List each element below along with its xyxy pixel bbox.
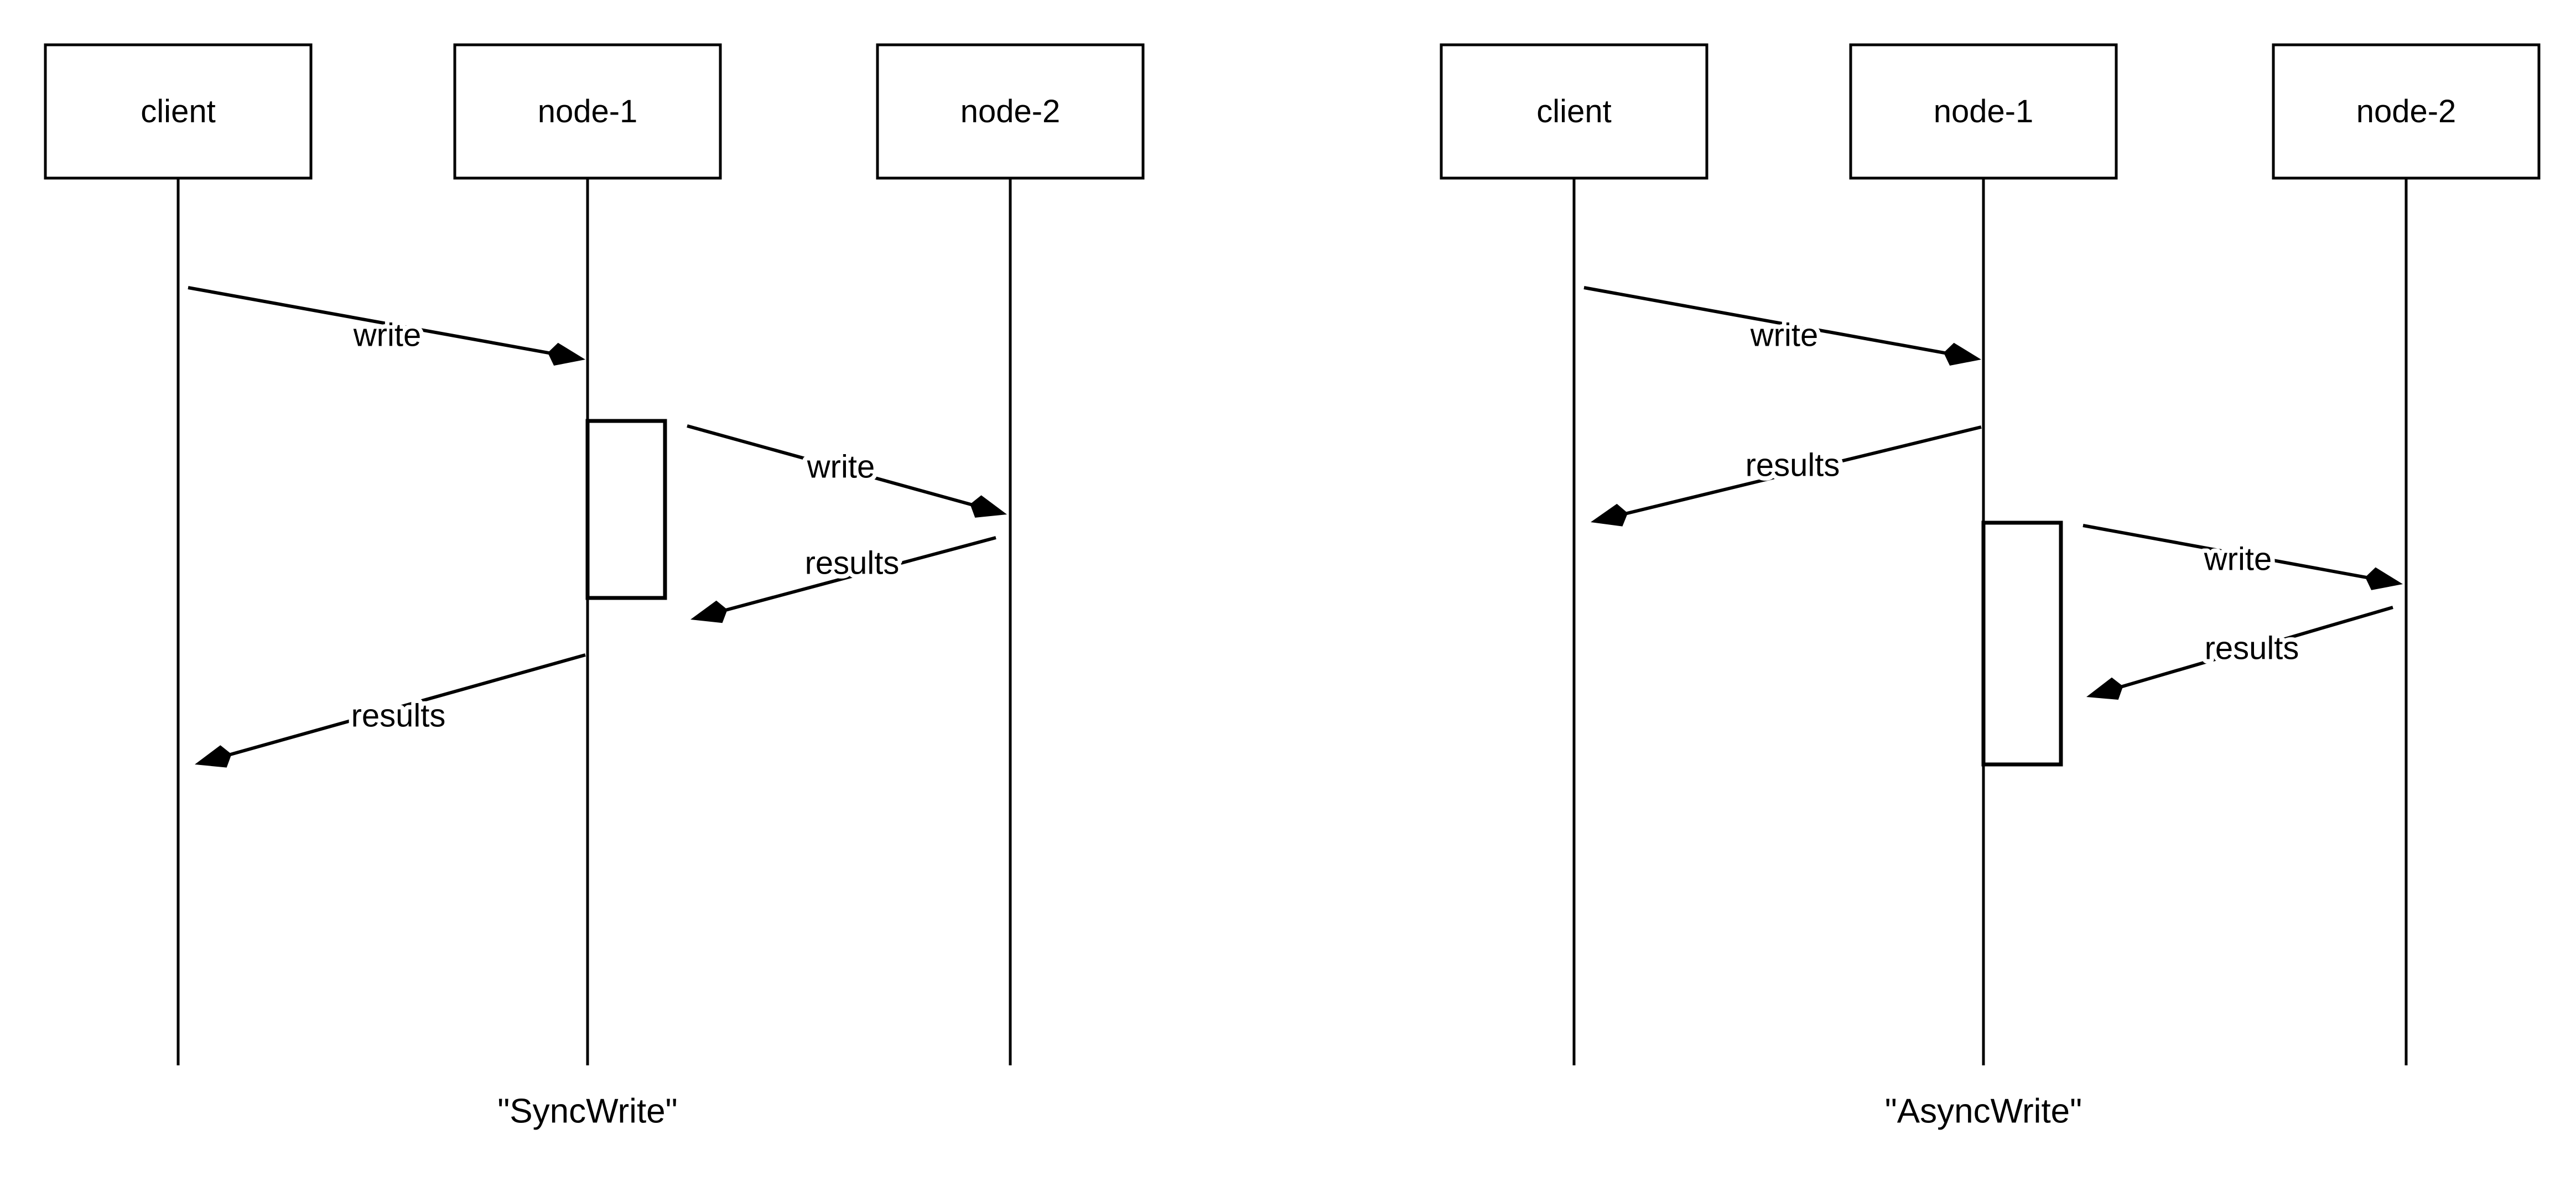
diagram-async-write: client node-1 node-2 write write results resul… [1440,43,2541,1130]
message-label-node1-results-client: results [351,698,446,733]
arrow-head-client-write-node1 [547,342,585,366]
message-line-node1-results-client[interactable] [1614,425,1982,518]
arrow-head-client-write-node1 [1943,342,1981,366]
arrow-head-node1-write-node2 [970,495,1007,518]
participant-box-node-2[interactable] [2272,43,2541,180]
activation-bar-node-1-activation[interactable] [1981,521,2063,767]
participant-label-node-1: node-1 [538,93,638,129]
arrow-head-node1-results-client [195,745,232,768]
message-label-halo-node1-write-node2: write [807,449,875,485]
arrow-head-node1-results-client [1591,503,1628,527]
message-label-halo-client-write-node1: write [353,317,421,353]
message-label-halo-node2-results-node1: results [805,545,900,581]
arrow-head-node2-results-node1 [2086,677,2123,700]
message-line-node1-write-node2[interactable] [2082,524,2378,581]
message-label-client-write-node1: write [1750,317,1818,353]
message-label-node2-results-node1: results [2205,630,2299,666]
message-line-client-write-node1[interactable] [188,286,561,357]
message-line-client-write-node1[interactable] [1583,286,1957,357]
message-label-halo-node1-results-client: results [1746,447,1840,483]
participant-box-node-1[interactable] [453,43,722,180]
participant-box-client[interactable] [44,43,313,180]
arrow-head-node2-results-node1 [690,600,728,623]
message-line-node2-results-node1[interactable] [714,536,996,615]
diagram-caption-async-write: "AsyncWrite" [1885,1092,2082,1130]
message-label-halo-node2-results-node1: results [2205,630,2299,666]
participant-label-client: client [141,93,215,129]
participant-box-client[interactable] [1440,43,1708,180]
participant-label-node-2: node-2 [960,93,1061,129]
participant-label-node-2: node-2 [2356,93,2456,129]
message-label-node1-write-node2: write [2204,541,2272,577]
participant-box-node-2[interactable] [876,43,1145,180]
message-label-node2-results-node1: results [805,545,900,581]
message-label-halo-client-write-node1: write [1750,317,1818,353]
message-line-node1-write-node2[interactable] [687,424,983,509]
message-line-node2-results-node1[interactable] [2110,606,2393,691]
message-label-node1-write-node2: write [807,449,875,485]
activation-bar-node-1-activation[interactable] [585,419,667,600]
message-label-halo-node1-results-client: results [351,698,446,733]
message-line-node1-results-client[interactable] [219,653,586,759]
arrow-head-node1-write-node2 [2365,567,2403,590]
participant-label-client: client [1536,93,1611,129]
message-label-client-write-node1: write [353,317,421,353]
participant-box-node-1[interactable] [1849,43,2118,180]
message-label-node1-results-client: results [1746,447,1840,483]
diagram-caption-sync-write: "SyncWrite" [497,1092,677,1130]
message-label-halo-node1-write-node2: write [2204,541,2272,577]
participant-label-node-1: node-1 [1934,93,2034,129]
